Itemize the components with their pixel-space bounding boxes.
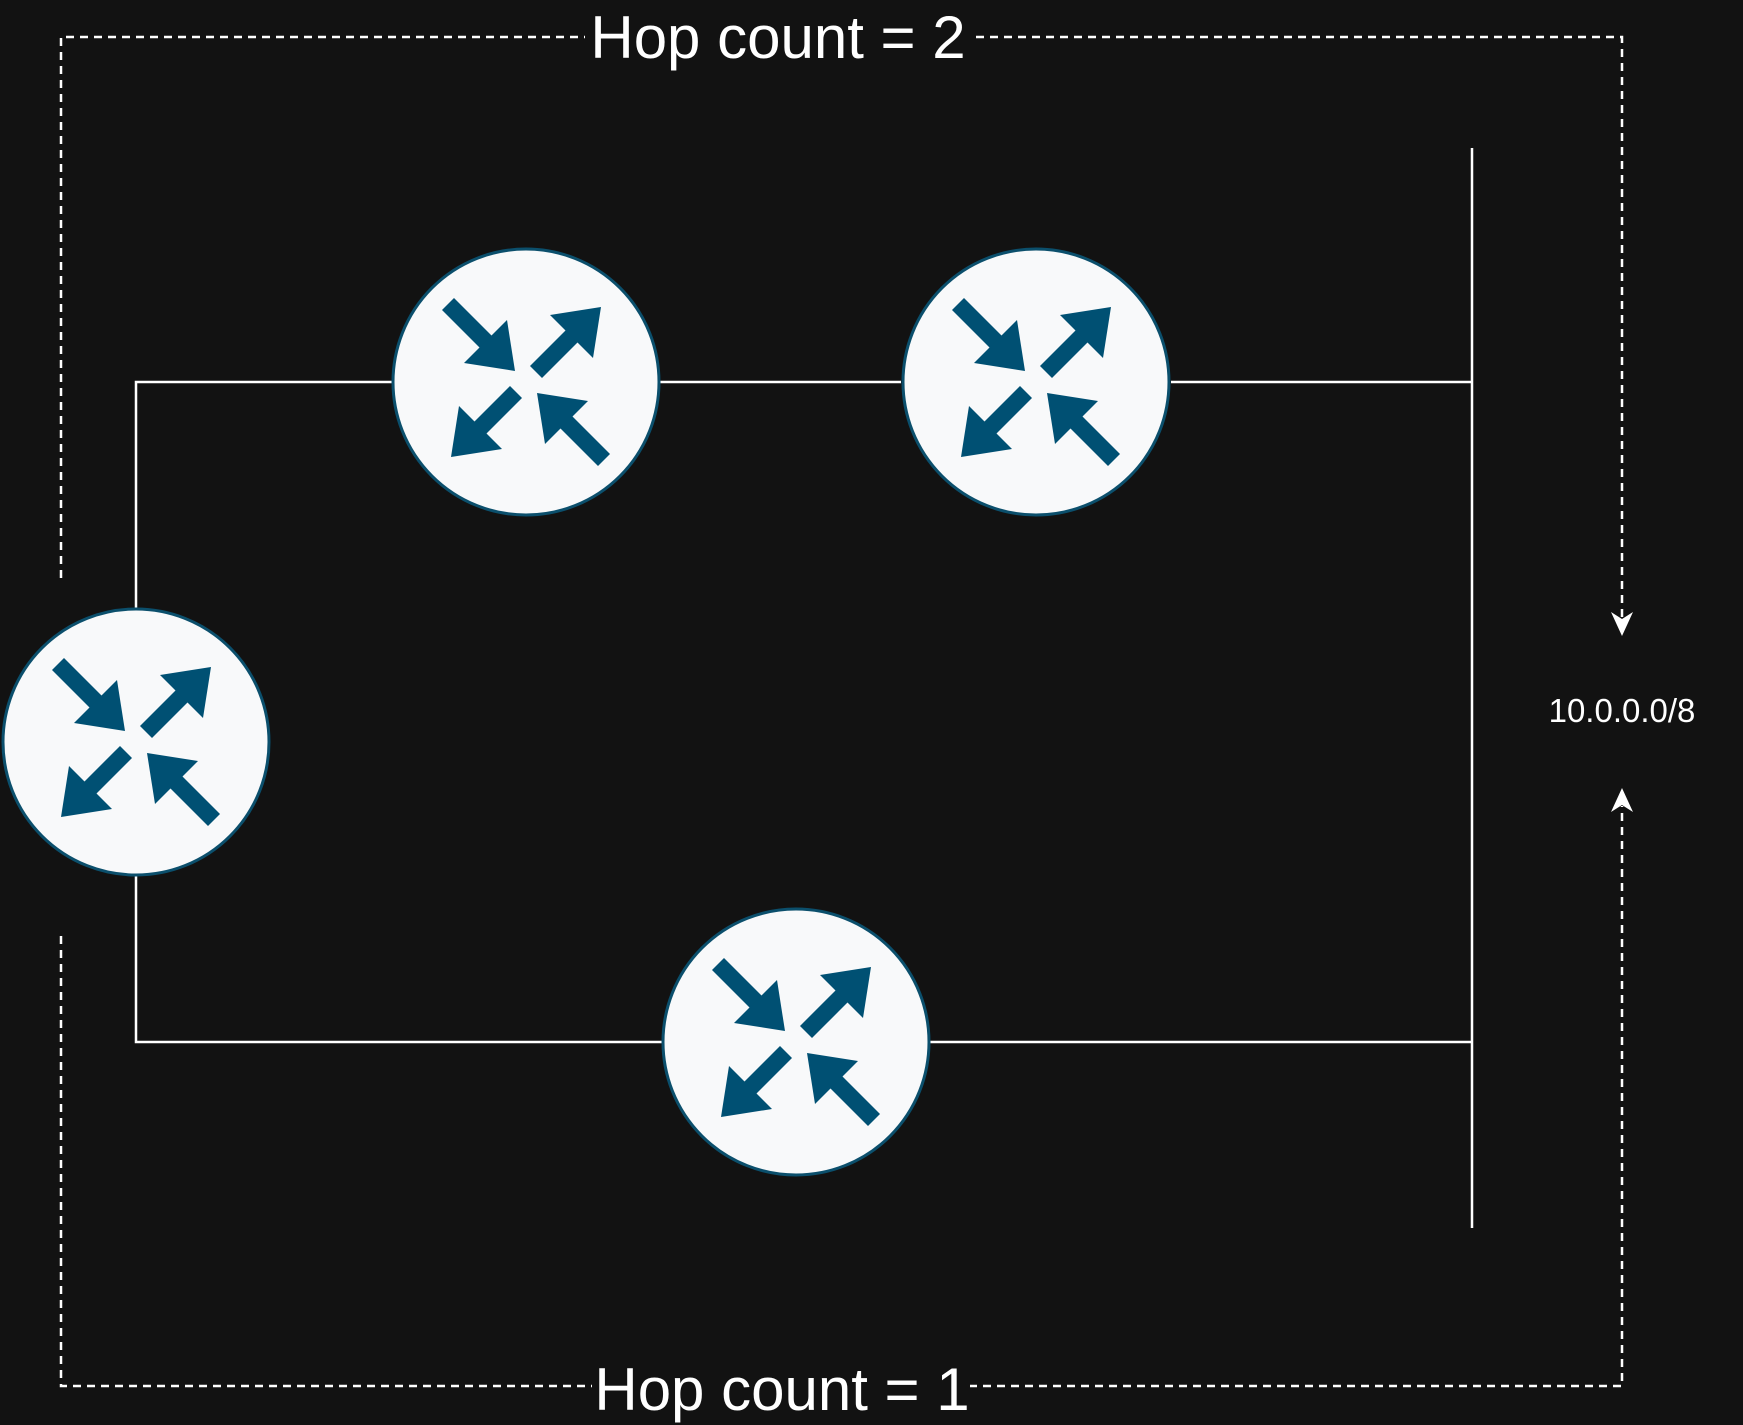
router-left[interactable] [3,609,269,875]
arrow-up-icon [1611,788,1633,812]
router-icon [3,609,269,875]
link-r1-r4 [134,876,662,1044]
hop-path-1 [59,788,1633,1388]
router-icon [903,249,1169,515]
hop-count-2-label: Hop count = 2 [590,4,965,71]
hop-count-1-label: Hop count = 1 [594,1356,969,1423]
router-top-right[interactable] [903,249,1169,515]
arrow-down-icon [1611,612,1633,636]
router-icon [663,909,929,1175]
hop-path-2 [59,35,1633,636]
network-prefix-label: 10.0.0.0/8 [1549,692,1696,729]
network-links [134,148,1474,1228]
router-top-left[interactable] [393,249,659,515]
link-r1-r2 [134,380,392,608]
router-icon [393,249,659,515]
router-bottom[interactable] [663,909,929,1175]
